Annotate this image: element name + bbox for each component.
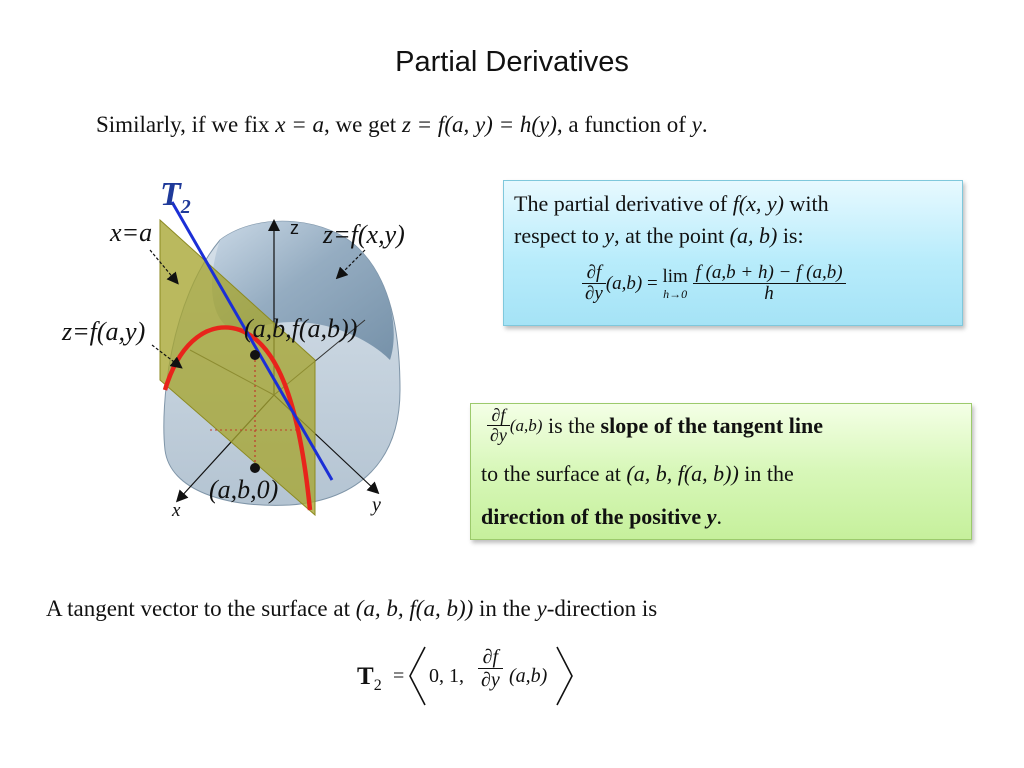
label-point: (a,b,f(a,b)) [244, 314, 358, 343]
page-title: Partial Derivatives [395, 46, 629, 78]
intro-end: . [701, 112, 708, 137]
intro-line: Similarly, if we fix x = a, we get z = f… [96, 112, 708, 138]
T2-symbol: T2 [357, 663, 382, 694]
intro-prefix: Similarly, if we fix [96, 112, 276, 137]
slope-line-3: direction of the positive y. [481, 504, 722, 529]
point-on-base [250, 463, 260, 473]
slope-partial-fraction: ∂f∂y [487, 406, 510, 446]
label-z-axis: z [290, 218, 299, 238]
label-z-f-x-y: z=f(x,y) [323, 220, 405, 249]
label-T2-subscript: 2 [180, 195, 191, 218]
label-x-equals-a: x=a [110, 218, 153, 247]
left-angle-bracket [409, 646, 426, 706]
vector-components: 0, 1, [429, 665, 464, 687]
intro-fix-expression: x = a [275, 112, 325, 137]
intro-variable: y [691, 112, 702, 137]
pointer-z-f-a-y [151, 344, 183, 369]
slope-line-2: to the surface at (a, b, f(a, b)) in the [481, 461, 794, 486]
pointer-x-equals-a [149, 249, 179, 285]
equals-sign: = [393, 665, 405, 687]
difference-quotient: f (a,b + h) − f (a,b)h [692, 263, 846, 305]
vector-partial-fraction: ∂f∂y [478, 647, 503, 691]
point-on-surface [250, 350, 260, 360]
label-x-axis: x [172, 500, 181, 521]
plane-x-equals-a [159, 218, 316, 517]
intro-result-expression: z = f(a, y) = h(y) [401, 112, 557, 137]
pointer-z-f-x-y [335, 249, 366, 280]
definition-box: The partial derivative of f(x, y) with r… [503, 180, 963, 326]
tangent-vector-sentence: A tangent vector to the surface at (a, b… [46, 596, 658, 621]
label-base-point: (a,b,0) [209, 475, 279, 504]
intro-suffix: , a function of [556, 112, 692, 137]
surface-diagram [149, 201, 401, 517]
slope-line-1: ∂f∂y(a,b) is the slope of the tangent li… [487, 406, 823, 446]
label-T2: T2 [160, 176, 191, 218]
definition-line-1: The partial derivative of f(x, y) with [514, 191, 829, 216]
tangent-line [170, 201, 334, 481]
right-angle-bracket [556, 646, 573, 706]
partial-fraction: ∂f∂y [582, 263, 606, 305]
label-y-axis: y [372, 494, 381, 516]
slope-box: ∂f∂y(a,b) is the slope of the tangent li… [470, 403, 972, 540]
label-z-f-a-y: z=f(a,y) [62, 317, 146, 346]
intro-middle: , we get [324, 112, 402, 137]
definition-line-2: respect to y, at the point (a, b) is: [514, 223, 804, 248]
vector-partial-args: (a,b) [509, 665, 548, 687]
